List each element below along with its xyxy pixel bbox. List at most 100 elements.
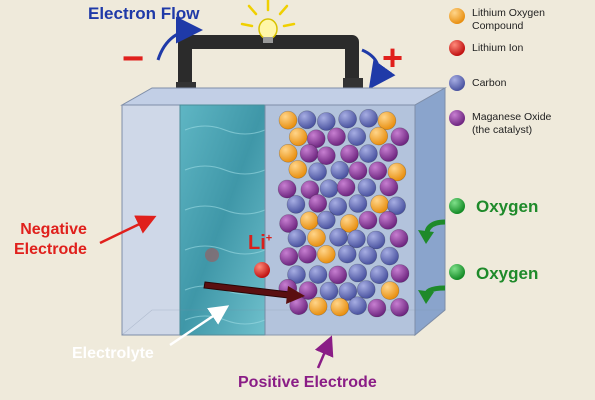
negative-electrode-label: Negative Electrode <box>14 220 87 260</box>
electron-flow-arrow-left <box>156 16 203 61</box>
electrode-particle <box>369 265 389 285</box>
electrode-particle <box>339 214 359 233</box>
negative-electrode-label-line-1: Negative <box>20 221 87 238</box>
electrode-particle <box>308 194 328 213</box>
legend-label-line: Compound <box>472 20 524 32</box>
legend-marker <box>449 75 465 91</box>
oxygen-label-2: Oxygen <box>476 264 539 283</box>
electrode-particle <box>308 265 328 284</box>
electrode-particle <box>338 109 357 129</box>
electrode-particle <box>288 127 308 147</box>
electrode-particle <box>379 177 399 197</box>
electrode-particle <box>328 265 348 285</box>
electrode-particle <box>340 144 359 164</box>
negative-electrode-arrow <box>99 215 157 245</box>
electrode-particle <box>300 180 320 199</box>
electrode-particle <box>377 111 397 130</box>
electrode-particle <box>359 144 378 163</box>
electrode-particle <box>390 127 410 147</box>
legend-label: Carbon <box>472 77 507 89</box>
negative-electrode-label-line-2: Electrode <box>14 241 87 258</box>
green-arrowhead <box>418 290 434 304</box>
electrolyte-label: Electrolyte <box>72 345 154 362</box>
lithium-ion-charge: + <box>265 232 273 245</box>
electrode-particle <box>286 195 306 214</box>
legend-markers <box>449 8 465 126</box>
electrolyte-arrow <box>169 305 230 347</box>
lithium-ion-faded <box>205 248 219 262</box>
electrode-particle <box>278 110 298 130</box>
positive-electrode-label: Positive Electrode <box>238 374 377 391</box>
electrode-particle <box>358 210 378 230</box>
electrode-particle <box>299 211 319 230</box>
electrode-particle <box>348 194 368 213</box>
electrode-particle <box>387 196 406 216</box>
electron-flow-arrow-right <box>361 48 396 90</box>
legend-label-line: (the catalyst) <box>472 124 533 136</box>
electrode-particle <box>277 179 297 199</box>
positive-terminal-sign: + <box>382 37 404 78</box>
electrode-particle <box>316 112 336 131</box>
electrode-particle <box>316 146 336 165</box>
electrode-particle <box>330 161 350 180</box>
electrolyte <box>179 104 266 336</box>
electrode-particle <box>288 160 308 179</box>
lithium-ion-label: Li+ <box>248 232 272 255</box>
electrode-particle <box>279 214 298 233</box>
legend-label: Maganese Oxide(the catalyst) <box>472 111 551 137</box>
electrode-particle <box>328 197 348 216</box>
electrode-particle <box>390 264 410 283</box>
electrode-particle <box>367 298 387 318</box>
electrode-particle <box>369 126 389 146</box>
electrode-particle <box>337 244 357 264</box>
oxygen-molecule-1 <box>449 198 465 214</box>
electrode-particle <box>297 110 317 130</box>
oxygen-label-1: Oxygen <box>476 197 539 216</box>
electrode-particle <box>338 282 358 301</box>
legend-label: Lithium Ion <box>472 42 524 54</box>
electrode-particle <box>299 144 319 163</box>
electrode-particle <box>316 245 336 264</box>
electrode-particle <box>319 179 339 198</box>
electrode-particle <box>298 281 318 300</box>
electrode-particle <box>329 228 348 247</box>
electrode-particle <box>308 296 328 316</box>
electrode-particle <box>278 144 298 163</box>
electrode-particle <box>336 178 356 197</box>
electrode-particle <box>279 247 299 266</box>
legend-marker <box>449 8 465 24</box>
light-bulb-icon <box>240 0 296 43</box>
electrode-particle <box>380 246 399 266</box>
electrode-particle <box>389 229 409 248</box>
electrode-particle <box>306 129 326 149</box>
electrode-particle <box>380 281 400 300</box>
electrode-particle <box>356 280 376 299</box>
electrode-particle <box>287 228 307 248</box>
electrode-particle <box>358 246 378 265</box>
legend-marker <box>449 40 465 56</box>
lithium-ion-arrow <box>203 281 305 304</box>
legend-label-line: Maganese Oxide <box>472 111 552 123</box>
electrode-particle <box>357 178 377 197</box>
electrode-particle <box>319 281 339 301</box>
electrode-particle <box>348 296 367 316</box>
electrode-particle <box>347 127 367 146</box>
electrode-particle <box>287 265 306 284</box>
electrode-particle <box>387 162 407 182</box>
electrode-particle <box>327 127 346 147</box>
electrode-particle <box>366 230 386 250</box>
electrode-particle <box>347 229 366 249</box>
electrode-particle <box>379 143 398 162</box>
positive-electrode-particles <box>277 109 410 318</box>
lithium-ion-symbol: Li <box>248 232 266 254</box>
negative-electrode <box>121 104 181 336</box>
electrode-particle <box>390 298 409 317</box>
negative-terminal-sign: − <box>122 38 145 80</box>
electrode-particle <box>348 161 368 181</box>
electrode-particle <box>316 210 336 230</box>
electrode-particle <box>330 297 350 317</box>
oxygen-molecule-2 <box>449 264 465 280</box>
legend-label-line: Lithium Oxygen <box>472 7 545 19</box>
